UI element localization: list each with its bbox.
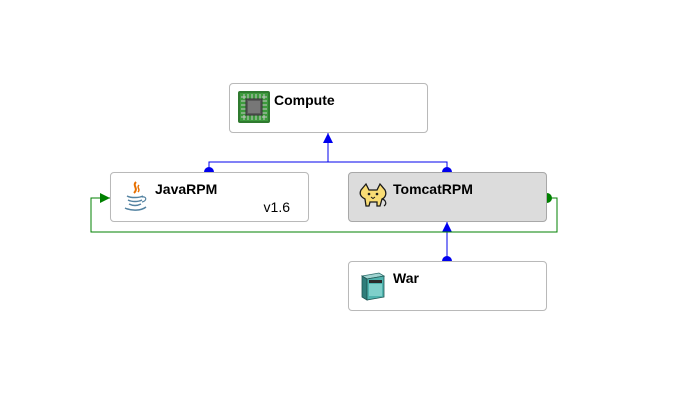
node-war[interactable]: War [348,261,547,311]
link-javarpm-to-compute[interactable] [208,133,329,172]
connector-dot-javarpm [204,167,214,172]
software-box-icon [357,270,389,302]
dependency-link[interactable] [90,197,558,233]
hosted-on-markers [204,133,452,261]
cpu-chip-icon [238,91,270,123]
connector-dot-war [442,256,452,261]
node-compute[interactable]: Compute [229,83,428,133]
java-icon [119,180,151,212]
dependency-dot-tomcatrpm [547,193,552,203]
tomcat-icon [357,180,389,212]
node-label: JavaRPM [155,181,218,197]
node-label: TomcatRPM [393,181,473,197]
node-label: Compute [274,92,335,108]
node-javarpm[interactable]: JavaRPM v1.6 [110,172,309,222]
dependency-markers [100,193,552,203]
dependency-arrowhead-javarpm [100,193,110,203]
arrowhead-tomcatrpm-bottom [442,222,452,232]
node-tomcatrpm[interactable]: TomcatRPM [348,172,547,222]
connector-dot-tomcatrpm-top [442,167,452,172]
node-version: v1.6 [263,199,290,215]
arrowhead-compute [323,133,333,143]
link-tomcatrpm-to-compute[interactable] [328,161,448,172]
node-label: War [393,270,419,286]
